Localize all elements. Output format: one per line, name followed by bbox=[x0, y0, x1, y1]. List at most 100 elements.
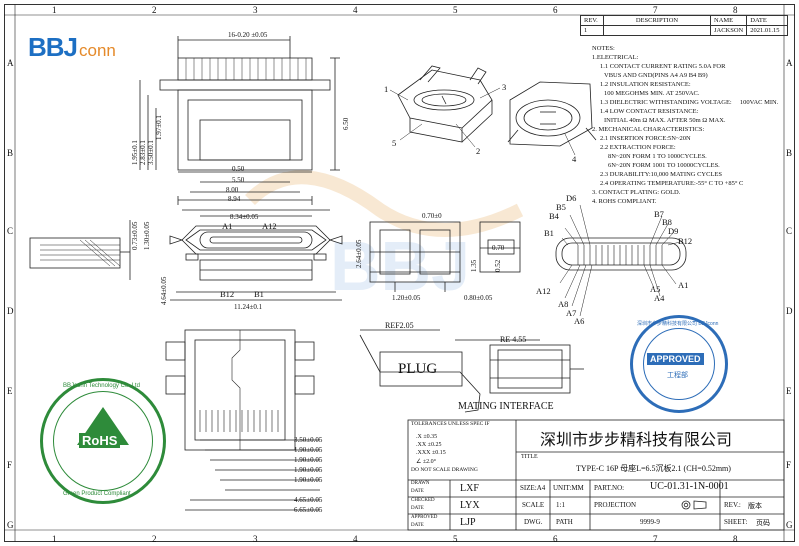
callout-2: 2 bbox=[476, 146, 481, 156]
bottom-dim: 6.65±0.05 bbox=[294, 506, 323, 514]
plug-mating-view bbox=[359, 329, 584, 413]
column-4-bottom: 4 bbox=[353, 534, 358, 544]
row-a-right: A bbox=[786, 58, 793, 68]
dim-pitch: 0.50 bbox=[232, 165, 245, 173]
checked-label: CHECKED bbox=[411, 498, 435, 503]
dim-ref-right: RE 4.55 bbox=[500, 335, 527, 344]
scale-label: SCALE bbox=[522, 501, 545, 509]
revision-table: REV. DESCRIPTION NAME DATE 1 JACKSON 202… bbox=[580, 15, 789, 36]
note-line: 8N~20N FORM 1 TO 1000CYCLES. bbox=[608, 153, 707, 160]
rev-description bbox=[603, 25, 711, 36]
dim-left-1: 1.95±0.1 bbox=[131, 140, 139, 165]
column-8-bottom: 8 bbox=[733, 534, 738, 544]
bottom-dim: 3.50±0.05 bbox=[294, 436, 323, 444]
pin-layout-view bbox=[555, 204, 687, 317]
scale-note: DO NOT SCALE DRAWING bbox=[411, 467, 478, 473]
column-7-bottom: 7 bbox=[653, 534, 658, 544]
pin-d6: D6 bbox=[566, 193, 577, 203]
rev-date: 2021.01.15 bbox=[746, 25, 789, 36]
notes-block: NOTES: 1.ELECTRICAL: 1.1 CONTACT CURRENT… bbox=[592, 44, 792, 206]
note-line: 2.3 DURABILITY:10,000 MATING CYCLES bbox=[600, 171, 722, 178]
drawn-label: DRAWN bbox=[411, 481, 430, 486]
note-line: 1.3 DIELECTRIC WITHSTANDING VOLTAGE: 100… bbox=[592, 98, 792, 107]
dim-left-5: 0.73±0.05 bbox=[131, 221, 139, 250]
pin-a5: A5 bbox=[650, 284, 661, 294]
checked-by: LYX bbox=[460, 500, 480, 511]
approved-by: LJP bbox=[460, 517, 476, 528]
approved-inner-ring bbox=[643, 328, 715, 400]
dim-left-2: 2.83±0.1 bbox=[139, 140, 147, 165]
row-d: D bbox=[7, 306, 14, 316]
pin-b5: B5 bbox=[556, 202, 566, 212]
bottom-dim: 1.90±0.05 bbox=[294, 476, 323, 484]
row-b-right: B bbox=[786, 148, 793, 158]
partno-label: PART.NO: bbox=[594, 484, 625, 492]
note-line: VBUS AND GND(PINS A4 A9 B4 B9) bbox=[604, 72, 708, 79]
note-line: 1.1 CONTACT CURRENT RATING 5.0A FOR bbox=[600, 63, 726, 70]
note-line: 2.4 OPERATING TEMPERATURE:-55° C TO +85°… bbox=[600, 180, 744, 187]
dim-0-80: 0.80±0.05 bbox=[464, 294, 493, 302]
title-label: TITLE bbox=[521, 454, 538, 460]
tol-3: .XXX ±0.15 bbox=[416, 450, 446, 456]
part-number: UC-01.31-1N-0001 bbox=[650, 481, 729, 492]
bottom-dim: 1.90±0.05 bbox=[294, 446, 323, 454]
approved-stamp: APPROVED 工程部 深圳市步步精科技有限公司 BBJconn bbox=[630, 315, 728, 413]
note-line: 6N~20N FORM 1001 TO 10000CYCLES. bbox=[608, 162, 720, 169]
rohs-stamp: RoHS BBJconn Technology Co.,Ltd Green Pr… bbox=[40, 378, 166, 504]
rev-header-description: DESCRIPTION bbox=[603, 15, 711, 26]
rev-value: 版本 bbox=[748, 502, 762, 510]
pin-a8: A8 bbox=[558, 299, 569, 309]
dim-1-35: 1.35 bbox=[470, 259, 478, 272]
rev-value: 1 bbox=[580, 25, 604, 36]
column-7: 7 bbox=[653, 5, 658, 15]
row-d-right: D bbox=[786, 306, 793, 316]
note-line: 1.2 INSULATION RESISTANCE: bbox=[600, 81, 691, 88]
iso-view-right bbox=[507, 81, 597, 147]
sheet-label: SHEET: bbox=[724, 518, 748, 526]
note-line: 1.ELECTRICAL: bbox=[592, 54, 639, 61]
pin-label-b12: B12 bbox=[220, 289, 235, 299]
path-value: 9999-9 bbox=[640, 518, 660, 526]
dim-1-20: 1.20±0.05 bbox=[392, 294, 421, 302]
note-contact-max: Ω MAX. bbox=[702, 117, 726, 124]
column-2: 2 bbox=[152, 5, 157, 15]
iso-view-top bbox=[397, 65, 493, 143]
watermark-logo bbox=[245, 170, 524, 237]
rev-header-date: DATE bbox=[746, 15, 789, 26]
row-g: G bbox=[7, 520, 14, 530]
row-a: A bbox=[7, 58, 14, 68]
size-label: SIZE:A4 bbox=[520, 484, 546, 492]
column-6: 6 bbox=[553, 5, 558, 15]
dim-8-94: 8.94 bbox=[228, 195, 241, 203]
dim-top-width: 16-0.20 ±0.05 bbox=[228, 31, 268, 39]
pin-a6: A6 bbox=[574, 316, 585, 326]
watermark-text: BBJ bbox=[330, 227, 470, 305]
scale-value: 1:1 bbox=[556, 501, 565, 509]
pin-a1: A1 bbox=[678, 280, 689, 290]
bottom-dim: 4.65±0.05 bbox=[294, 496, 323, 504]
column-8: 8 bbox=[733, 5, 738, 15]
pin-label-a1: A1 bbox=[222, 221, 233, 231]
note-line: 2.2 EXTRACTION FORCE: bbox=[600, 144, 676, 151]
front-receptacle-view bbox=[169, 209, 343, 301]
callout-5: 5 bbox=[392, 138, 397, 148]
dim-0-52: 0.52 bbox=[494, 259, 502, 272]
row-g-right: G bbox=[786, 520, 793, 530]
logo-conn: conn bbox=[79, 41, 116, 60]
pin-b12: B12 bbox=[678, 236, 693, 246]
dim-2-64: 2.64±0.05 bbox=[355, 239, 363, 268]
company-logo: BBJ conn bbox=[28, 32, 116, 63]
row-f: F bbox=[7, 460, 13, 470]
company-name: 深圳市步步精科技有限公司 bbox=[540, 432, 733, 449]
note-line: 3. CONTACT PLATING: GOLD. bbox=[592, 189, 681, 196]
mid-section-view bbox=[369, 221, 461, 292]
row-e: E bbox=[7, 386, 13, 396]
pin-b8: B8 bbox=[662, 217, 672, 227]
column-3-bottom: 3 bbox=[253, 534, 258, 544]
rev-label: REV.: bbox=[724, 501, 741, 509]
rev-header-name: NAME bbox=[709, 15, 748, 26]
dim-0-70: 0.70±0 bbox=[422, 212, 442, 220]
plug-label: PLUG bbox=[398, 361, 438, 377]
dim-8-00: 8.00 bbox=[226, 186, 239, 194]
note-line: 2. MECHANICAL CHARACTERISTICS: bbox=[592, 126, 705, 133]
